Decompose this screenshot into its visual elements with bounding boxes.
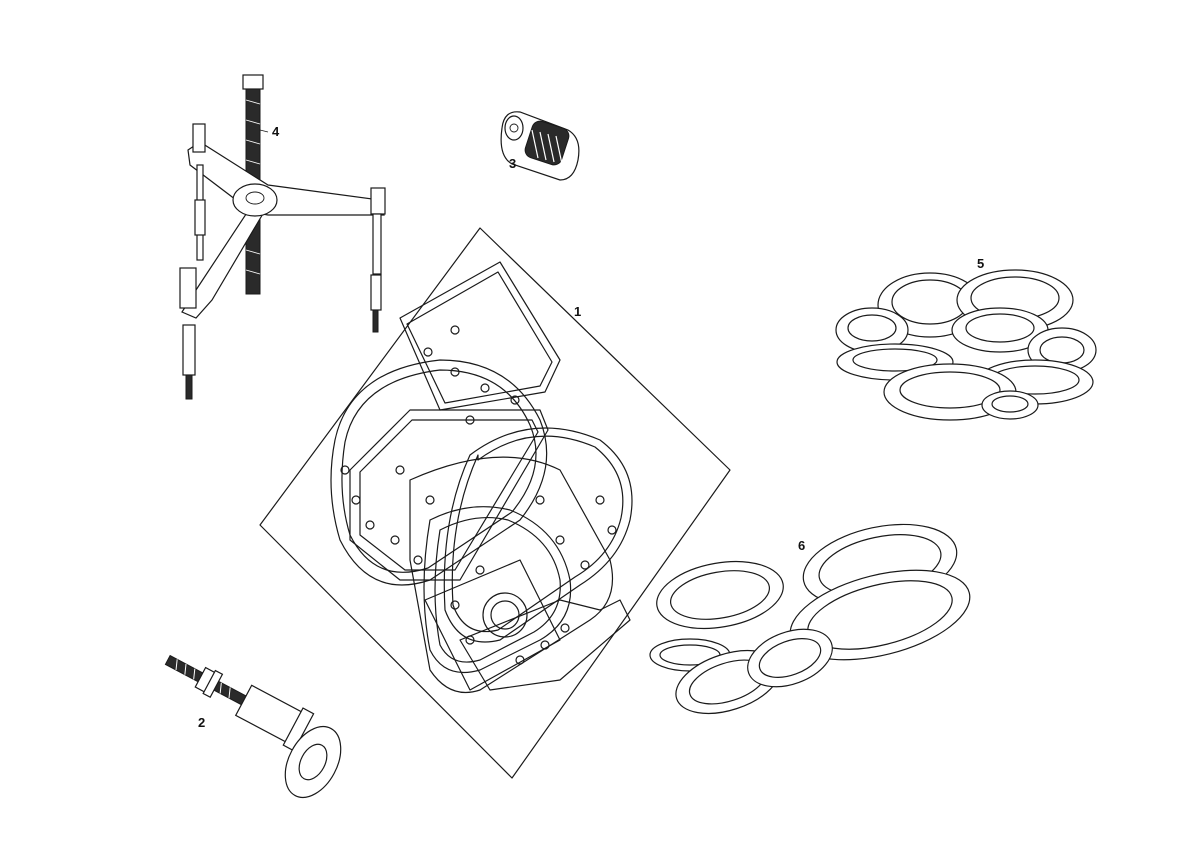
adapter-part — [500, 111, 580, 181]
oil-seals-set — [649, 523, 971, 715]
callout-2: 2 — [198, 715, 205, 730]
drift-tool — [164, 654, 342, 798]
callout-4-leader — [259, 129, 269, 133]
callout-1: 1 — [574, 304, 581, 319]
gasket-set — [259, 227, 731, 779]
callout-3: 3 — [509, 156, 516, 171]
callout-6: 6 — [798, 538, 805, 553]
callout-4: 4 — [272, 124, 280, 139]
bearings-set — [835, 269, 1097, 421]
puller-tool — [179, 74, 386, 400]
callout-5: 5 — [977, 256, 984, 271]
